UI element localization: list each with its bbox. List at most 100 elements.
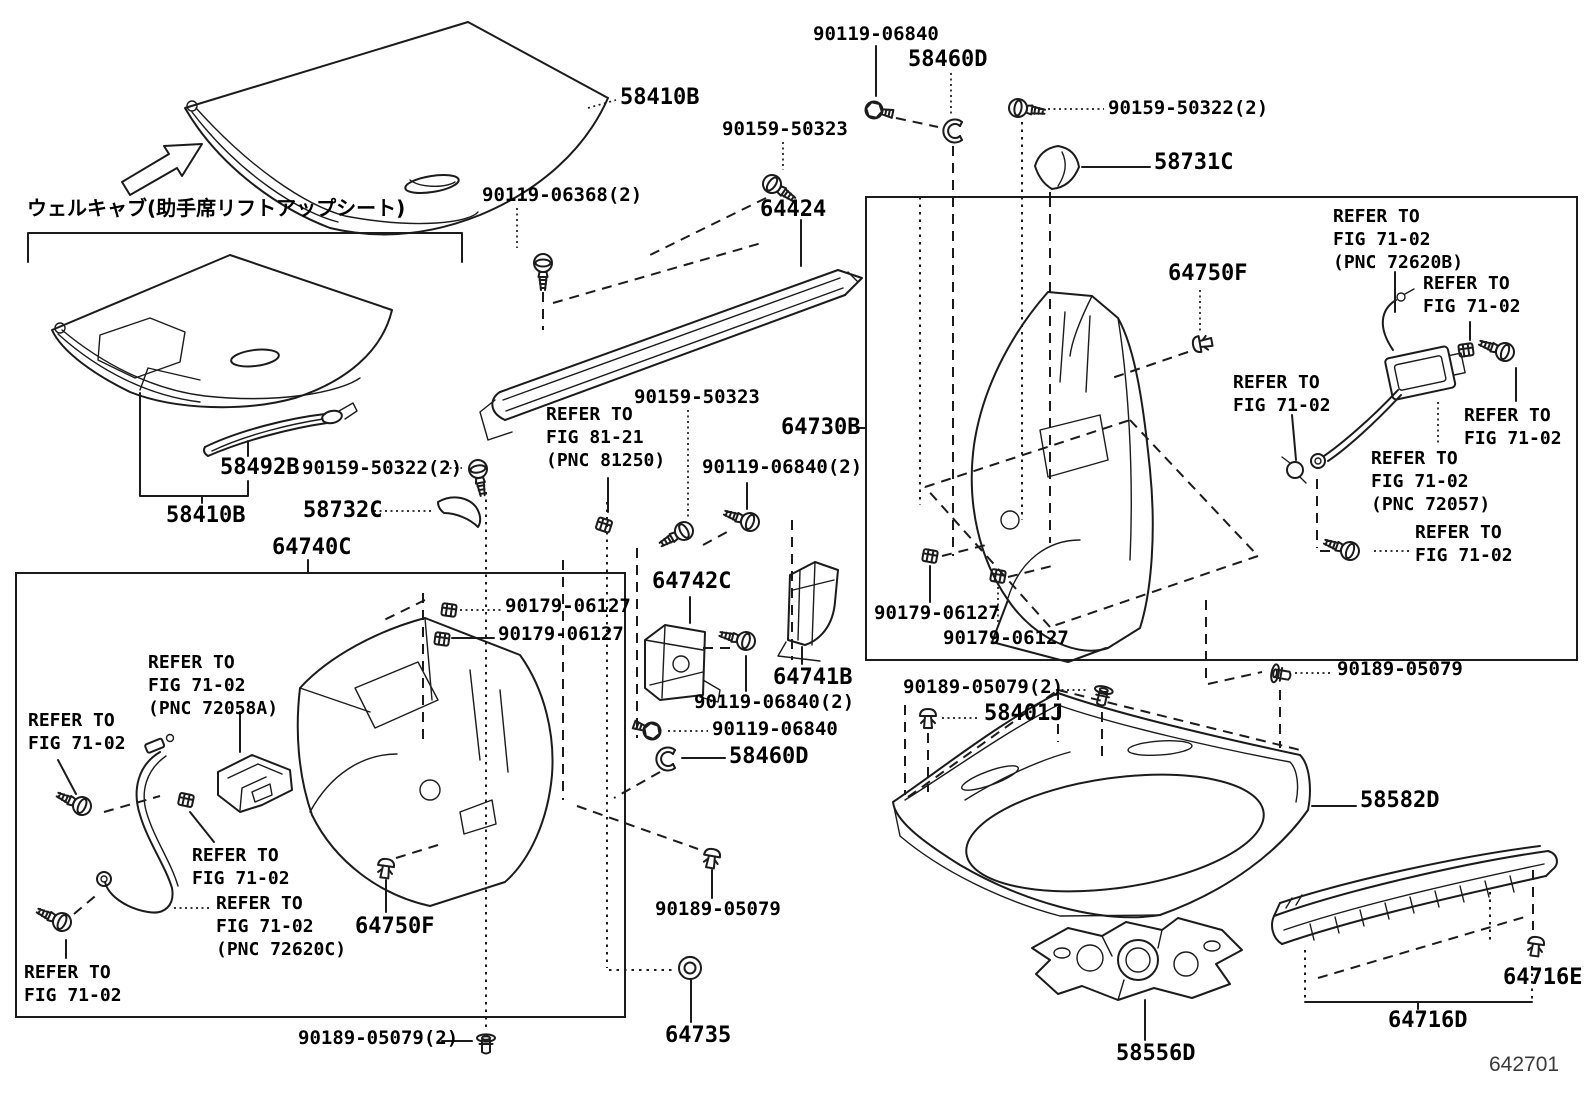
floor-box-construction-lines	[904, 600, 1301, 798]
refer-fig7102-d: REFER TO FIG 71-02	[1415, 522, 1513, 566]
dash-64750f-left	[395, 844, 439, 859]
part-90189-05079-2l: 90189-05079(2)	[298, 1027, 459, 1049]
part-64750f-right: 64750F	[1168, 261, 1248, 286]
screw-90159-50322-top	[1006, 96, 1047, 122]
part-64735: 64735	[665, 1023, 732, 1048]
figure-number: 642701	[1489, 1053, 1560, 1076]
part-64424: 64424	[760, 197, 827, 222]
left-box-construction-lines	[379, 560, 564, 800]
part-90119-06840-2a: 90119-06840(2)	[702, 456, 863, 478]
dash-64424-projection	[552, 241, 766, 304]
screw-refer-d	[1320, 532, 1363, 564]
part-58460d-top: 58460D	[908, 47, 988, 72]
part-64742c: 64742C	[652, 569, 732, 594]
spacer-58556d-drawing	[1031, 917, 1243, 1001]
clip-refer-f	[176, 791, 196, 809]
part-90189-05079-2r: 90189-05079(2)	[903, 676, 1064, 698]
cable-assembly-lh-drawing	[96, 733, 179, 914]
latch-cable-assembly-drawing	[1281, 288, 1466, 484]
clip-64716e	[1525, 934, 1546, 958]
part-58582d: 58582D	[1360, 788, 1440, 813]
deck-floor-box-drawing	[892, 692, 1311, 919]
sill-board-64424-drawing	[479, 269, 863, 441]
clip-90179-06127-a	[440, 602, 458, 618]
refer-fig7102-e: REFER TO FIG 71-02	[28, 710, 126, 754]
part-58492b: 58492B	[220, 455, 300, 480]
bracket-72058a-drawing	[217, 754, 293, 813]
refer-pnc-81250: REFER TO FIG 81-21 (PNC 81250)	[546, 404, 666, 471]
label-bracket-58410b	[139, 392, 249, 504]
clip-refer-a	[1457, 342, 1475, 358]
clip-90179-06127-c	[921, 547, 939, 565]
refer-pnc-72620b: REFER TO FIG 71-02 (PNC 72620B)	[1333, 206, 1464, 273]
wellcab-note: ウェルキャブ(助手席リフトアップシート)	[27, 196, 406, 220]
part-58410b-b: 58410B	[166, 503, 246, 528]
deck-trim-panel-rh-drawing	[970, 291, 1154, 663]
direction-arrow	[121, 143, 203, 196]
part-64740c: 64740C	[272, 535, 352, 560]
part-64750f-left: 64750F	[355, 914, 435, 939]
rear-board-bracket-lines	[1304, 870, 1534, 1010]
dash-90159-50323-top	[647, 197, 767, 257]
dash-90119-06840-top	[895, 117, 939, 128]
part-90189-05079-mid: 90189-05079	[655, 898, 781, 920]
grommet-64735	[678, 955, 702, 980]
part-90159-50322-top: 90159-50322(2)	[1108, 97, 1269, 119]
bracket-64742c-drawing	[644, 624, 721, 703]
screw-refer-c	[1475, 333, 1518, 365]
wellcab-deck-board-drawing	[51, 254, 393, 409]
sensor-refer-8121	[594, 516, 614, 534]
clip-58460d-b	[655, 746, 676, 772]
right-box-construction-lines	[919, 197, 1259, 628]
pin-58401j	[919, 708, 937, 729]
leader-refer-e	[57, 759, 77, 795]
part-58731c: 58731C	[1154, 150, 1234, 175]
part-58732c: 58732C	[303, 498, 383, 523]
wellcab-note-bracket	[27, 232, 463, 263]
lever-58732c-drawing	[437, 496, 482, 528]
clip-64750f-right	[1190, 333, 1215, 355]
screw-90159-50322-b	[466, 457, 493, 499]
part-64716e: 64716E	[1503, 965, 1583, 990]
part-90179-06127-c: 90179-06127	[874, 602, 1000, 624]
center-construction-lines	[485, 492, 793, 1030]
bolt-90119-06840-top	[862, 98, 896, 124]
part-90179-06127-b: 90179-06127	[498, 623, 624, 645]
dash-refer-e	[103, 795, 161, 813]
part-90119-06840-2b: 90119-06840(2)	[694, 691, 855, 713]
leader-refer-f	[189, 811, 215, 843]
refer-fig7102-f: REFER TO FIG 71-02	[192, 845, 290, 889]
rear-board-64716d-drawing	[1271, 845, 1558, 945]
part-58401j: 58401J	[984, 701, 1064, 726]
part-90179-06127-a: 90179-06127	[505, 595, 631, 617]
refer-fig7102-a: REFER TO FIG 71-02	[1423, 273, 1521, 317]
part-90159-50323-mid: 90159-50323	[634, 386, 760, 408]
left-frame-box	[15, 572, 626, 1018]
clip-64750f-left	[375, 856, 396, 880]
clip-90189-05079-2l	[476, 1033, 496, 1055]
part-90189-05079-r: 90189-05079	[1337, 658, 1463, 680]
part-64741b: 64741B	[773, 665, 853, 690]
dash-refer-g	[73, 891, 101, 915]
part-58460d-b: 58460D	[729, 744, 809, 769]
refer-pnc-72058a: REFER TO FIG 71-02 (PNC 72058A)	[148, 652, 279, 719]
part-90179-06127-d: 90179-06127	[943, 627, 1069, 649]
clip-58460d-top	[942, 118, 963, 144]
part-90119-06368: 90119-06368(2)	[482, 184, 643, 206]
bolt-90119-06840-c	[630, 715, 664, 743]
clip-90189-05079-r	[1268, 662, 1293, 686]
part-90159-50322-b: 90159-50322(2)	[302, 457, 463, 479]
latch-leader-lines	[1291, 271, 1517, 552]
clip-90189-05079-mid	[701, 846, 723, 871]
screw-90119-06840-2a	[720, 503, 763, 535]
part-90119-06840-top: 90119-06840	[813, 23, 939, 45]
dash-90189-05079-mid	[576, 805, 699, 850]
screw-refer-g	[32, 901, 75, 935]
part-58556d: 58556D	[1116, 1041, 1196, 1066]
refer-fig7102-b: REFER TO FIG 71-02	[1233, 372, 1331, 416]
refer-pnc-72057: REFER TO FIG 71-02 (PNC 72057)	[1371, 448, 1491, 515]
part-58410b-top: 58410B	[620, 85, 700, 110]
part-64730b: 64730B	[781, 415, 861, 440]
